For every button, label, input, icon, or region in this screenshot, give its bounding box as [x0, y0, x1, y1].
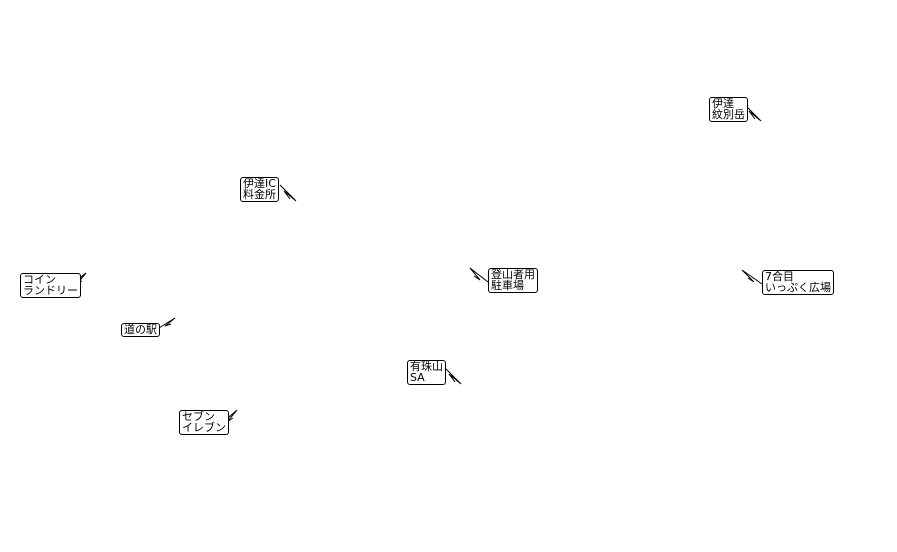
callout-pointer — [741, 269, 763, 285]
callout-line-1: 7合目 — [765, 270, 794, 283]
callout-coin-laundry[interactable]: コイン ランドリー — [20, 272, 87, 298]
callout-line-1: 登山者用 — [491, 268, 535, 281]
callout-line-2: いっぷく広場 — [765, 281, 831, 294]
callout-box: 有珠山 SA — [407, 360, 446, 385]
callout-line-1: 有珠山 — [410, 360, 443, 373]
callout-line-2: 料金所 — [243, 188, 276, 201]
callout-date-ic-tollgate[interactable]: 伊達IC 料金所 — [240, 177, 297, 202]
callout-line-2: イレブン — [182, 421, 226, 434]
callout-michi-no-eki[interactable]: 道の駅 — [121, 317, 176, 337]
callout-line-1: 伊達IC — [243, 177, 276, 190]
callout-pointer — [744, 104, 762, 122]
callout-pointer — [220, 409, 238, 425]
callout-climbers-parking[interactable]: 登山者用 駐車場 — [469, 267, 538, 293]
callout-box: 7合目 いっぷく広場 — [762, 270, 834, 295]
callout-box: 伊達 紋別岳 — [709, 97, 748, 122]
callout-pointer — [469, 267, 489, 283]
callout-box: セブン イレブン — [179, 410, 229, 435]
callout-line-1: 伊達 — [712, 97, 734, 110]
callout-box: 登山者用 駐車場 — [488, 268, 538, 293]
callout-usuzan-sa[interactable]: 有珠山 SA — [407, 360, 462, 385]
callout-box: 道の駅 — [121, 323, 160, 337]
callout-seven-eleven[interactable]: セブン イレブン — [179, 409, 238, 435]
callout-seventh-station-ippuku-plaza[interactable]: 7合目 いっぷく広場 — [741, 269, 834, 295]
callout-line-1: 道の駅 — [124, 323, 157, 336]
callout-box: コイン ランドリー — [20, 273, 81, 298]
callout-line-2: SA — [410, 371, 425, 384]
callout-pointer — [444, 367, 462, 385]
callout-line-2: 駐車場 — [491, 279, 524, 292]
callout-pointer — [279, 184, 297, 202]
callout-box: 伊達IC 料金所 — [240, 177, 279, 202]
callout-line-1: セブン — [182, 410, 215, 423]
callout-date-monbetsudake[interactable]: 伊達 紋別岳 — [709, 97, 762, 122]
callout-line-2: 紋別岳 — [712, 108, 745, 121]
callout-pointer — [158, 317, 176, 329]
callout-line-2: ランドリー — [23, 284, 78, 297]
callout-line-1: コイン — [23, 273, 56, 286]
